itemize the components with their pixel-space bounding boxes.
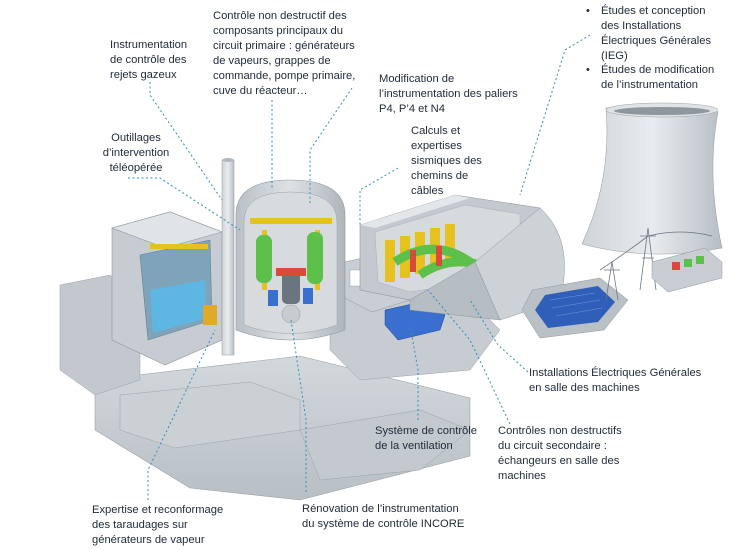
bullet-etudes-modification: • bbox=[586, 64, 590, 76]
label-incore: Rénovation de l’instrumentation du systè… bbox=[302, 503, 465, 530]
label-rejets-gazeux: Instrumentation de contrôle des rejets g… bbox=[110, 39, 188, 81]
label-taraudages: Expertise et reconformage des taraudages… bbox=[92, 504, 224, 546]
ventilation-stack bbox=[221, 158, 235, 356]
label-controle-ventilation: Système de contrôle de la ventilation bbox=[375, 425, 477, 452]
reactor-building bbox=[235, 179, 346, 341]
label-etudes-modification: Études de modification de l’instrumentat… bbox=[601, 64, 715, 91]
cooling-basin bbox=[521, 277, 629, 339]
label-etudes-ieg: Études et conception des Installations É… bbox=[601, 5, 712, 62]
bullet-etudes-ieg: • bbox=[586, 5, 590, 17]
label-instrumentation-paliers: Modification de l’instrumentation des pa… bbox=[379, 73, 518, 115]
label-outillages-teleoperee: Outillages d’intervention téléopérée bbox=[102, 132, 170, 174]
label-calculs-sismiques: Calculs et expertises sismiques des chem… bbox=[411, 125, 482, 197]
label-cnd-circuit-primaire: Contrôle non destructif des composants p… bbox=[213, 10, 356, 97]
turbine-hall bbox=[359, 194, 565, 321]
leader-lines bbox=[128, 34, 591, 500]
power-pylon-icon bbox=[599, 227, 713, 301]
fuel-building bbox=[111, 211, 223, 366]
cooling-tower-icon bbox=[581, 102, 723, 255]
label-cnd-circuit-secondaire: Contrôles non destructifs du circuit sec… bbox=[498, 425, 622, 482]
label-ieg-salle-machines: Installations Électriques Générales en s… bbox=[529, 367, 702, 394]
switchyard bbox=[651, 247, 723, 293]
